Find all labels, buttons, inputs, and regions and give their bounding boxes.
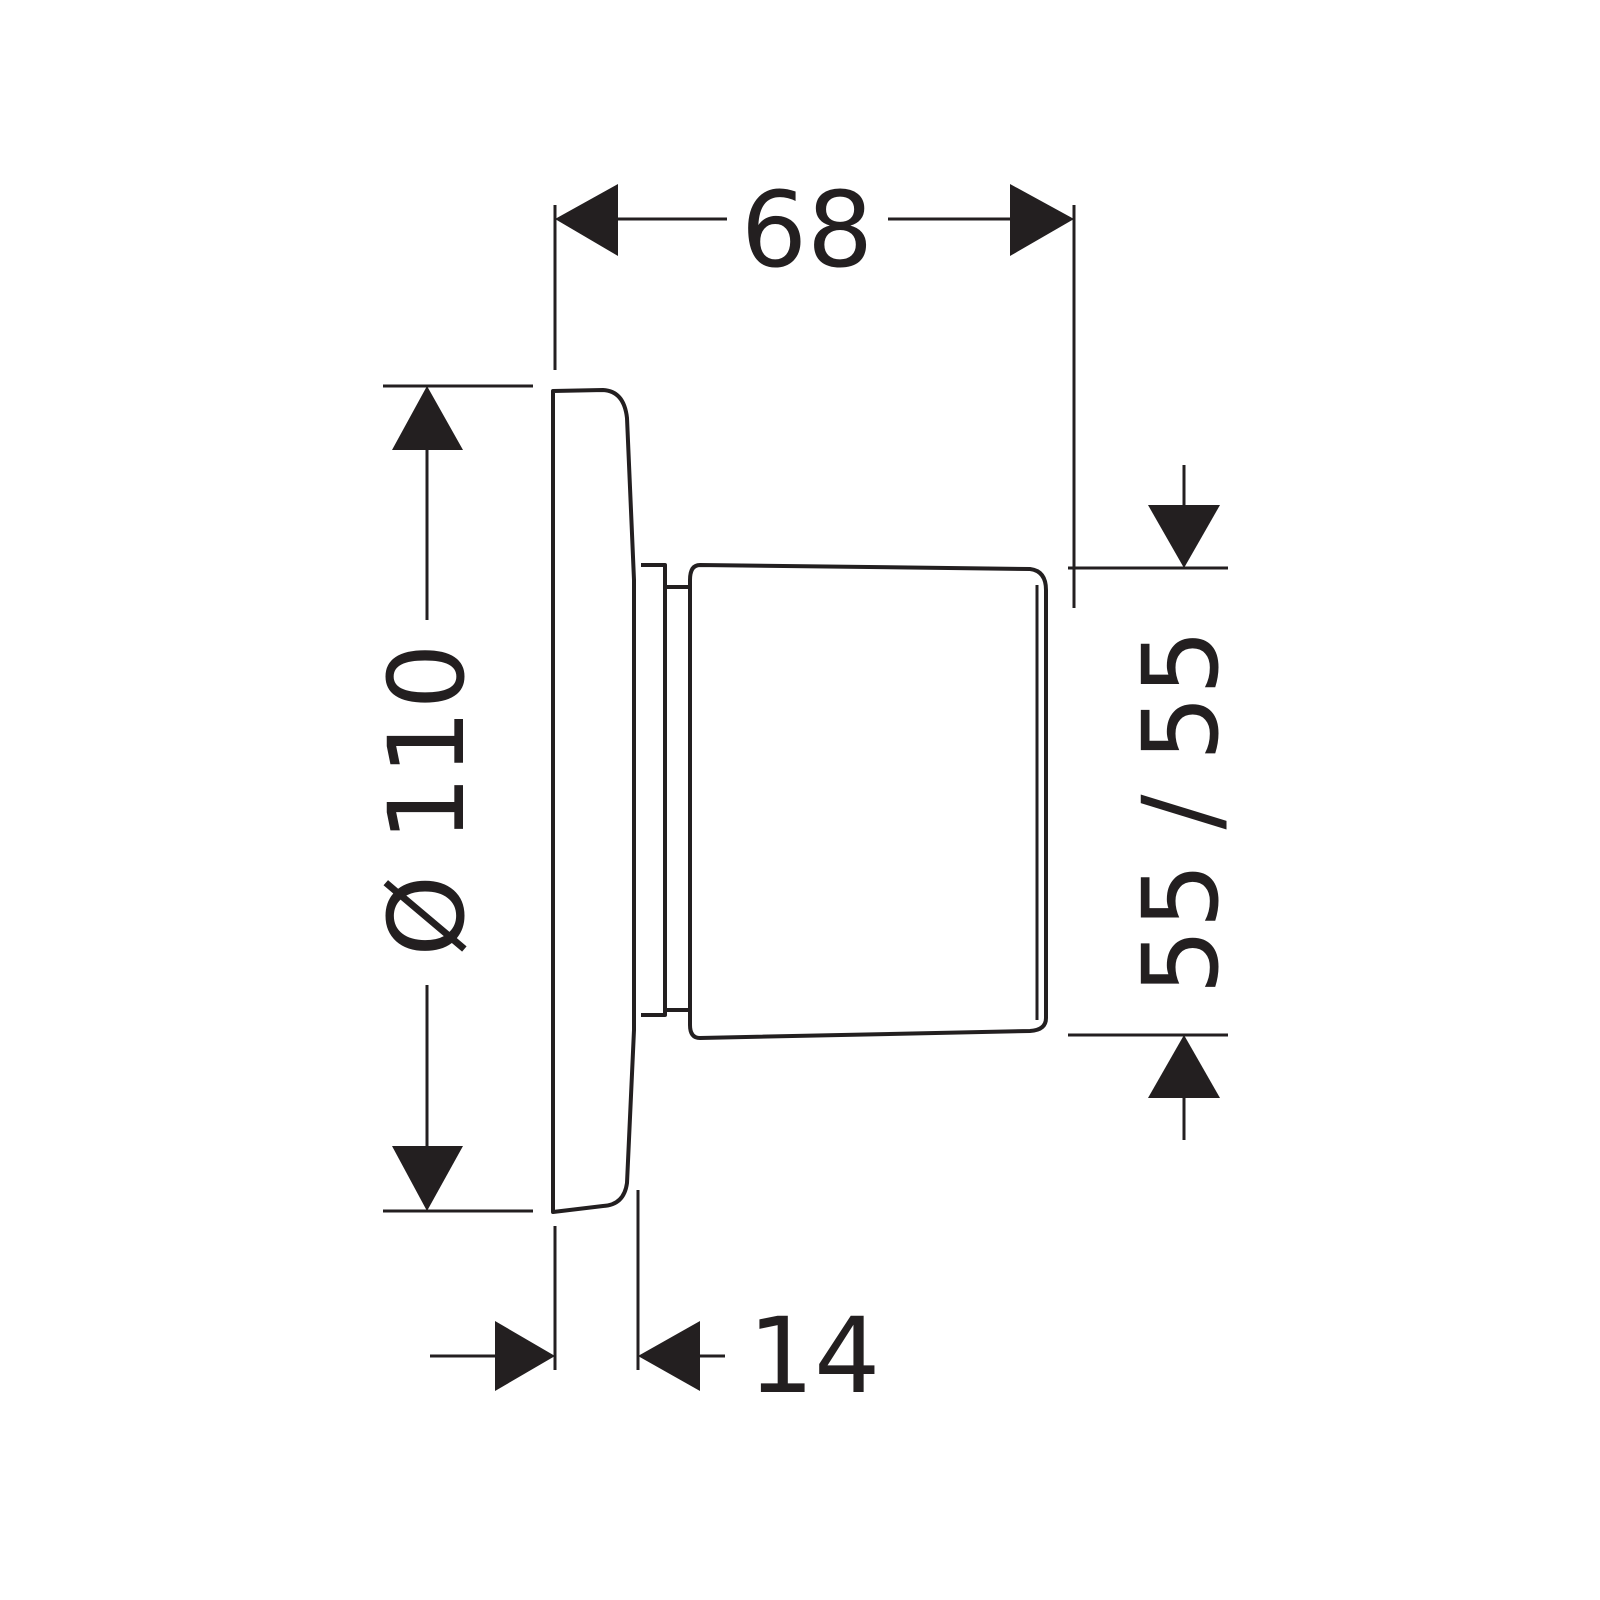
dimension-label-thickness: 14: [748, 1295, 880, 1417]
spacer-ring: [641, 563, 690, 1017]
dimension-handle-size: 55 / 55: [1068, 465, 1242, 1140]
part-outline: [551, 388, 1048, 1214]
arrowhead-right-pointing-left: [638, 1321, 700, 1391]
arrowhead-down: [1148, 505, 1220, 568]
dimension-label-handle: 55 / 55: [1120, 629, 1242, 995]
arrowhead-right: [1010, 184, 1074, 256]
dimension-label-diameter: Ø 110: [366, 643, 488, 956]
arrowhead-down: [392, 1146, 463, 1211]
dimension-plate-thickness: 14: [430, 1190, 880, 1417]
arrowhead-left: [555, 184, 618, 256]
arrowhead-left-pointing-right: [495, 1321, 555, 1391]
dimension-label-depth: 68: [741, 169, 873, 291]
cover-plate: [551, 388, 636, 1214]
arrowhead-up: [1148, 1035, 1220, 1098]
handle-body: [688, 563, 1048, 1040]
dimension-overall-depth: 68: [553, 169, 1076, 608]
arrowhead-up: [392, 386, 463, 450]
dimension-plate-diameter: Ø 110: [366, 384, 533, 1213]
